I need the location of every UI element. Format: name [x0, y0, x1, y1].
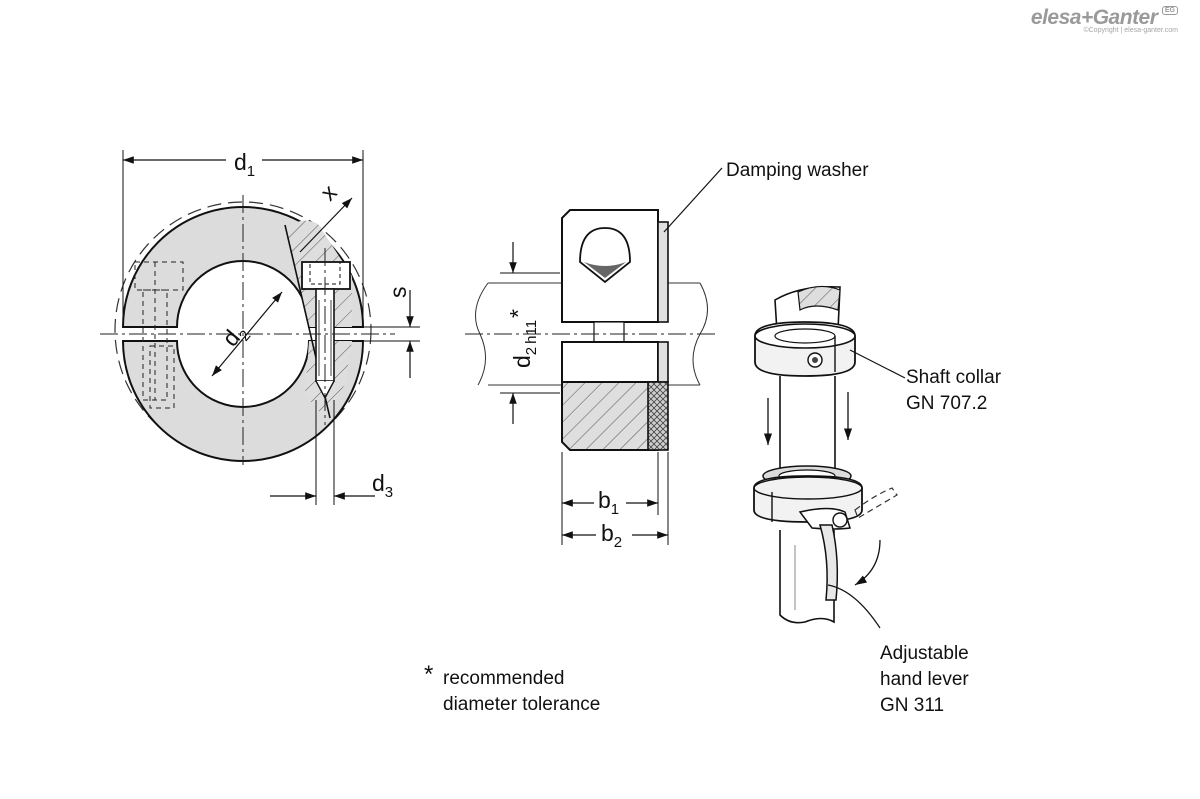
callout-hand-lever-line2: hand lever — [880, 669, 969, 690]
screw-head-icon — [579, 227, 631, 284]
isometric-view: Shaft collar GN 707.2 Adjustable hand le… — [753, 285, 1002, 716]
elesa-ganter-logo: elesa+Ganter EG ©Copyright | elesa-gante… — [1031, 6, 1178, 34]
logo-brand: elesa+Ganter — [1030, 6, 1158, 29]
footnote: * recommended diameter tolerance — [424, 661, 600, 715]
front-view: d1 d2 x s d3 — [100, 149, 420, 505]
callout-damping-washer: Damping washer — [726, 160, 869, 181]
callout-shaft-collar-line1: Shaft collar — [906, 367, 1002, 388]
dim-x: x — [315, 179, 342, 206]
footnote-line1: recommended — [443, 668, 564, 689]
callout-shaft-collar-line2: GN 707.2 — [906, 393, 987, 414]
footnote-star: * — [424, 661, 433, 688]
collar-lower-half — [121, 340, 365, 462]
screw-head — [301, 261, 351, 290]
logo-badge: EG — [1161, 6, 1178, 15]
callout-hand-lever-line3: GN 311 — [880, 695, 944, 716]
dim-s: s — [385, 287, 411, 299]
shaft-end-hatch — [797, 285, 841, 311]
dim-b2: b2 — [601, 520, 622, 551]
logo-copyright: ©Copyright | elesa-ganter.com — [1083, 27, 1178, 34]
dim-d2-h11: d2h11* — [505, 309, 540, 368]
callout-hand-lever-line1: Adjustable — [880, 643, 969, 664]
dim-b1: b1 — [598, 487, 619, 518]
dim-d3: d3 — [372, 470, 393, 501]
side-view: d2h11* b1 b2 Damping washer — [465, 160, 869, 551]
footnote-line2: diameter tolerance — [443, 694, 600, 715]
dim-d2-front: d2 — [217, 318, 254, 354]
dim-d1: d1 — [234, 149, 255, 180]
